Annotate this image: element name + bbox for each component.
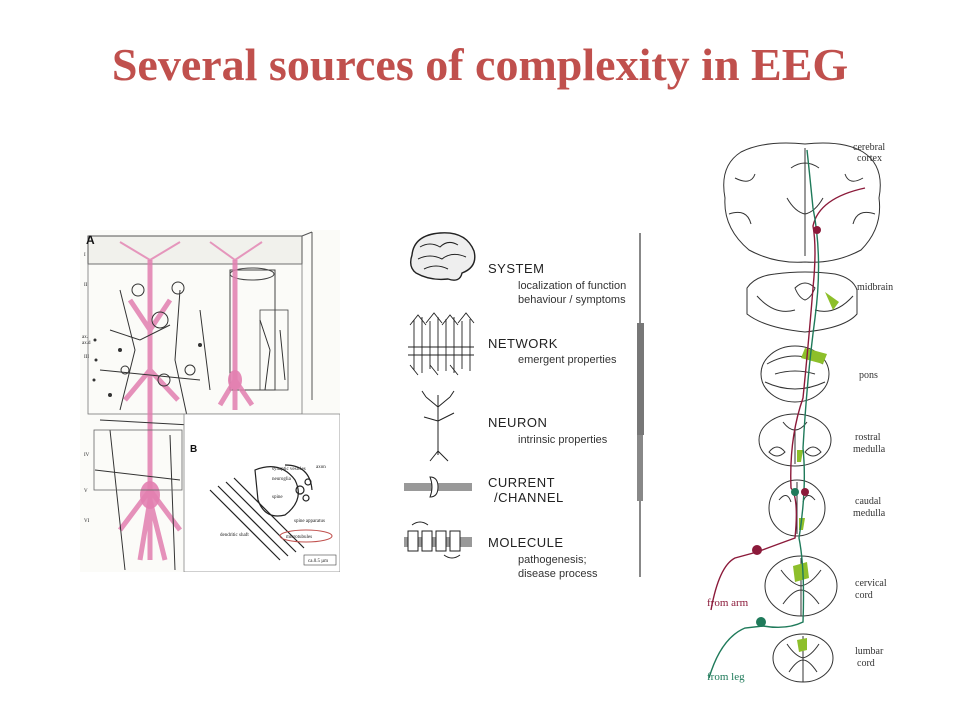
label-cerebral: cerebral [853,142,885,153]
inset-label-vesicles: synaptic vesicles [272,467,306,472]
nucleus-dot-red [801,488,809,496]
neuron-icon [421,390,455,462]
panel-a-label: A [86,233,95,247]
label-cortex: cortex [857,153,882,164]
level-name-neuron: NEURON [488,415,547,430]
label-cervical-cord: cord [855,590,873,601]
scale-range-bar-lower [637,435,643,501]
level-name-channel: /CHANNEL [494,490,564,505]
lumbar-cord-section [772,633,834,683]
layer-label-4: IV [84,453,90,458]
layer-label-2: II [84,283,88,288]
level-name-network: NETWORK [488,336,558,351]
inset-label-neuroglia: neuroglia [272,477,292,482]
channel-icon [404,476,472,498]
layer-label-3: III [84,355,89,360]
network-icon [408,312,475,376]
level-sub-molecule-2: disease process [518,568,598,580]
level-sub-system-1: localization of function [518,280,626,292]
pons-section [760,345,830,403]
label-midbrain: midbrain [857,282,893,293]
arm-ganglion-dot [752,545,762,555]
cortical-histology-figure: I II ax. ax.d III IV V VI A B synaptic v… [80,230,341,573]
label-lumbar-cord: cord [857,658,875,669]
label-caudal: caudal [855,496,881,507]
level-name-molecule: MOLECULE [488,535,564,550]
inset-label-axon: axon [316,465,326,470]
label-caudal-medulla: medulla [853,508,886,519]
layer-extra-2: ax.d [82,341,91,346]
panel-b-label: B [190,444,197,455]
layer-label-5: V [84,489,88,494]
cerebral-cortex-section [723,142,881,263]
layer-label-6: VI [84,519,90,524]
midbrain-section [746,271,858,333]
label-pons: pons [859,370,878,381]
level-sub-network-1: emergent properties [518,354,617,366]
inset-label-dendritic-shaft: dendritic shaft [220,533,249,538]
caudal-medulla-section [768,479,826,537]
neuraxis-sections-figure: cerebral cortex midbrain pons rostral me… [695,138,905,688]
scale-bar-label: ca.0.5 µm [308,559,328,564]
label-lumbar: lumbar [855,646,884,657]
label-rostral-medulla: medulla [853,444,886,455]
label-from-leg: from leg [707,671,745,683]
molecule-icon [404,521,472,559]
layer-label-1: I [84,253,86,258]
nucleus-dot-green [791,488,799,496]
inset-label-spine: spine [272,495,283,500]
level-sub-system-2: behaviour / symptoms [518,294,626,306]
inset-label-microtubules: microtubules [286,535,312,540]
label-from-arm: from arm [707,597,749,609]
leg-pathway-tract [708,149,820,679]
level-sub-neuron-1: intrinsic properties [518,434,608,446]
brain-icon [409,232,476,281]
level-name-current: CURRENT [488,475,555,490]
synapse-inset: B synaptic vesicles axon neuroglia spine… [183,413,341,573]
levels-of-organization-diagram: SYSTEM localization of function behaviou… [400,225,660,585]
cervical-cord-section [764,555,838,617]
page-title: Several sources of complexity in EEG [111,39,849,90]
label-rostral: rostral [855,432,881,443]
label-cervical: cervical [855,578,887,589]
inset-label-spine-apparatus: spine apparatus [294,519,325,524]
level-sub-molecule-1: pathogenesis; [518,554,587,566]
scale-range-bar-upper [637,323,644,435]
leg-ganglion-dot [756,617,766,627]
rostral-medulla-section [758,413,832,467]
level-name-system: SYSTEM [488,261,544,276]
thalamic-relay-dot-red [813,226,821,234]
layer-extra-1: ax. [82,335,88,340]
